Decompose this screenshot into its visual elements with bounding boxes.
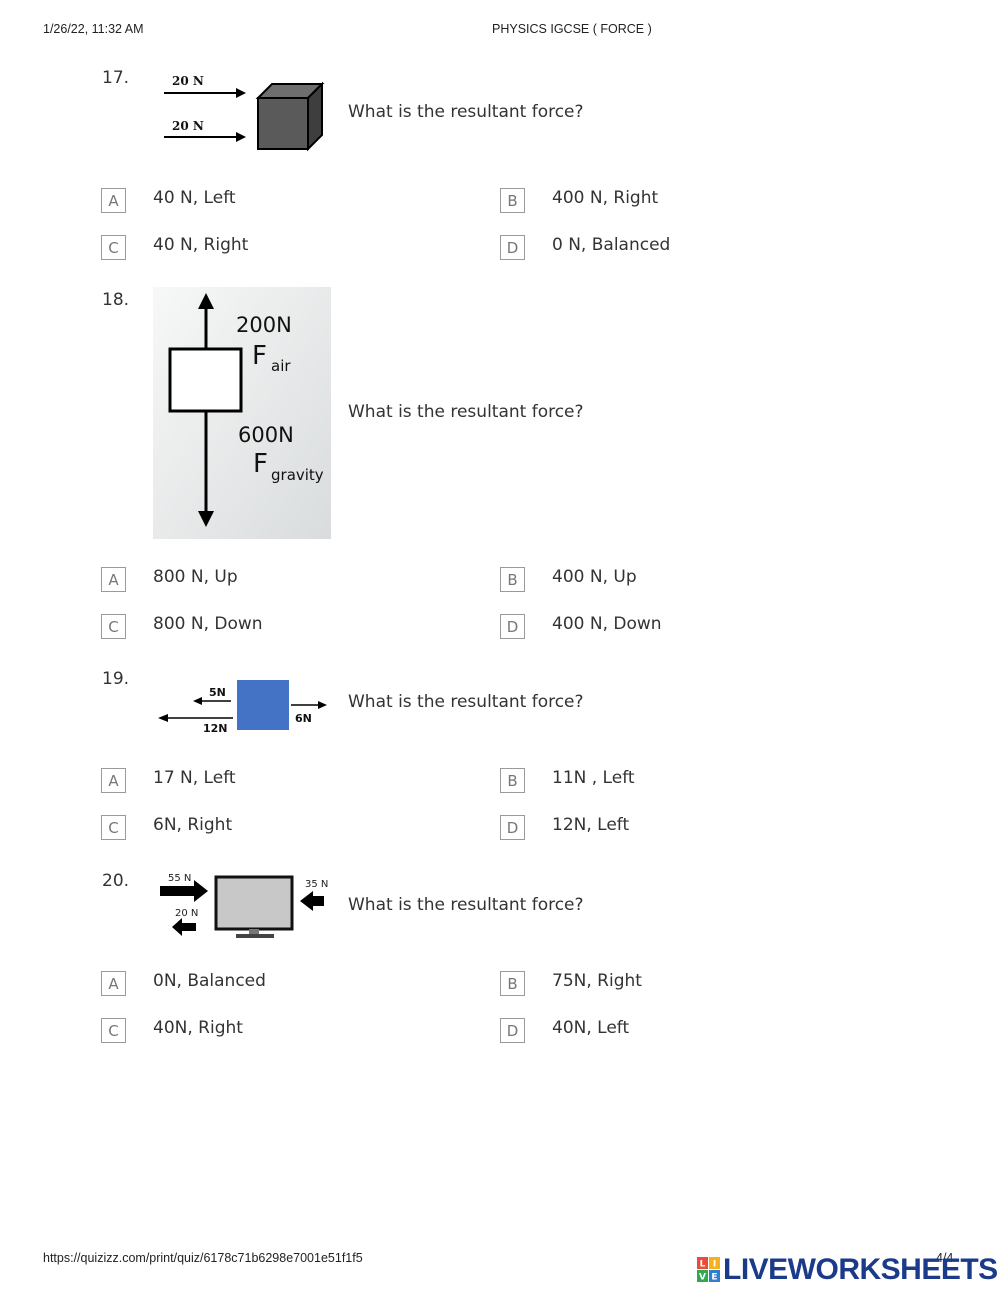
question-text: What is the resultant force? (348, 102, 584, 122)
question-number: 19. (102, 669, 130, 689)
logo-wordmark: LIVEWORKSHEETS (723, 1253, 998, 1286)
force-label-12n: 12N (203, 722, 228, 735)
two-arrows-pushing-cube-figure: 20 N 20 N (164, 74, 325, 152)
option-d-checkbox[interactable]: D (500, 815, 525, 840)
question-number: 20. (102, 871, 130, 891)
cube-icon (255, 81, 325, 152)
option-d-checkbox[interactable]: D (500, 614, 525, 639)
question-number: 18. (102, 290, 130, 310)
arrowhead-top (236, 88, 246, 98)
page-number: 4/4 (936, 1251, 954, 1265)
arrow-down-head (198, 511, 214, 527)
option-d-text: 400 N, Down (552, 614, 662, 634)
liveworksheets-logo[interactable]: L I V E LIVEWORKSHEETS (697, 1255, 998, 1285)
option-c-checkbox[interactable]: C (101, 614, 126, 639)
option-a-text: 0N, Balanced (153, 971, 266, 991)
option-a-checkbox[interactable]: A (101, 971, 126, 996)
free-body-diagram-figure: 200N F air 600N F gravity (153, 287, 331, 539)
force-label-bottom: 20 N (172, 119, 204, 133)
figure-background (153, 287, 331, 539)
big-arrow-right-icon (160, 880, 208, 902)
downward-force-value: 600N (238, 423, 294, 447)
svg-text:E: E (711, 1273, 717, 1283)
option-c-checkbox[interactable]: C (101, 235, 126, 260)
arrow-up-head (198, 293, 214, 309)
option-d-checkbox[interactable]: D (500, 235, 525, 260)
question-text: What is the resultant force? (348, 692, 584, 712)
question-number: 17. (102, 68, 130, 88)
force-label-top: 20 N (172, 74, 204, 88)
option-c-checkbox[interactable]: C (101, 815, 126, 840)
option-b-checkbox[interactable]: B (500, 971, 525, 996)
option-d-text: 0 N, Balanced (552, 235, 671, 255)
arrowhead-right (318, 701, 327, 709)
logo-tiles-icon: L I V E (697, 1257, 720, 1283)
force-label-6n: 6N (295, 712, 312, 725)
question-text: What is the resultant force? (348, 402, 584, 422)
arrowhead-bottom (236, 132, 246, 142)
option-b-checkbox[interactable]: B (500, 768, 525, 793)
svg-text:V: V (699, 1273, 706, 1283)
option-d-text: 12N, Left (552, 815, 630, 835)
upward-force-value: 200N (236, 313, 292, 337)
downward-force-subscript: gravity (271, 466, 324, 484)
question-text: What is the resultant force? (348, 895, 584, 915)
monitor-icon (214, 875, 294, 938)
arrowhead-left-long (158, 714, 168, 722)
upward-force-subscript: air (271, 357, 291, 375)
svg-text:L: L (700, 1260, 706, 1270)
option-d-text: 40N, Left (552, 1018, 630, 1038)
arrow-left-right-side-icon (300, 891, 324, 911)
option-b-checkbox[interactable]: B (500, 567, 525, 592)
upward-force-symbol: F (252, 341, 267, 371)
option-d-checkbox[interactable]: D (500, 1018, 525, 1043)
force-label-55n: 55 N (168, 873, 191, 884)
option-b-text: 75N, Right (552, 971, 642, 991)
blue-block-forces-figure: 5N 12N 6N (158, 680, 327, 735)
option-b-checkbox[interactable]: B (500, 188, 525, 213)
option-a-text: 800 N, Up (153, 567, 238, 587)
small-arrow-left-icon (172, 918, 196, 936)
force-label-35n: 35 N (305, 879, 328, 890)
option-a-text: 17 N, Left (153, 768, 236, 788)
print-source-url[interactable]: https://quizizz.com/print/quiz/6178c71b6… (43, 1251, 363, 1265)
option-b-text: 400 N, Right (552, 188, 659, 208)
option-b-text: 11N , Left (552, 768, 635, 788)
force-label-5n: 5N (209, 686, 226, 699)
option-b-text: 400 N, Up (552, 567, 637, 587)
arrowhead-left-small (193, 697, 202, 705)
option-c-text: 40N, Right (153, 1018, 243, 1038)
svg-text:I: I (713, 1260, 716, 1270)
option-a-checkbox[interactable]: A (101, 768, 126, 793)
downward-force-symbol: F (253, 449, 268, 479)
option-c-text: 800 N, Down (153, 614, 263, 634)
object-box (168, 347, 243, 413)
option-a-checkbox[interactable]: A (101, 567, 126, 592)
print-datetime: 1/26/22, 11:32 AM (43, 22, 144, 36)
blue-square (237, 680, 289, 730)
option-c-text: 6N, Right (153, 815, 233, 835)
option-c-checkbox[interactable]: C (101, 1018, 126, 1043)
monitor-forces-figure: 55 N 20 N 35 N (160, 873, 328, 938)
force-label-20n: 20 N (175, 908, 198, 919)
option-a-text: 40 N, Left (153, 188, 236, 208)
document-title: PHYSICS IGCSE ( FORCE ) (492, 22, 652, 36)
option-c-text: 40 N, Right (153, 235, 249, 255)
option-a-checkbox[interactable]: A (101, 188, 126, 213)
